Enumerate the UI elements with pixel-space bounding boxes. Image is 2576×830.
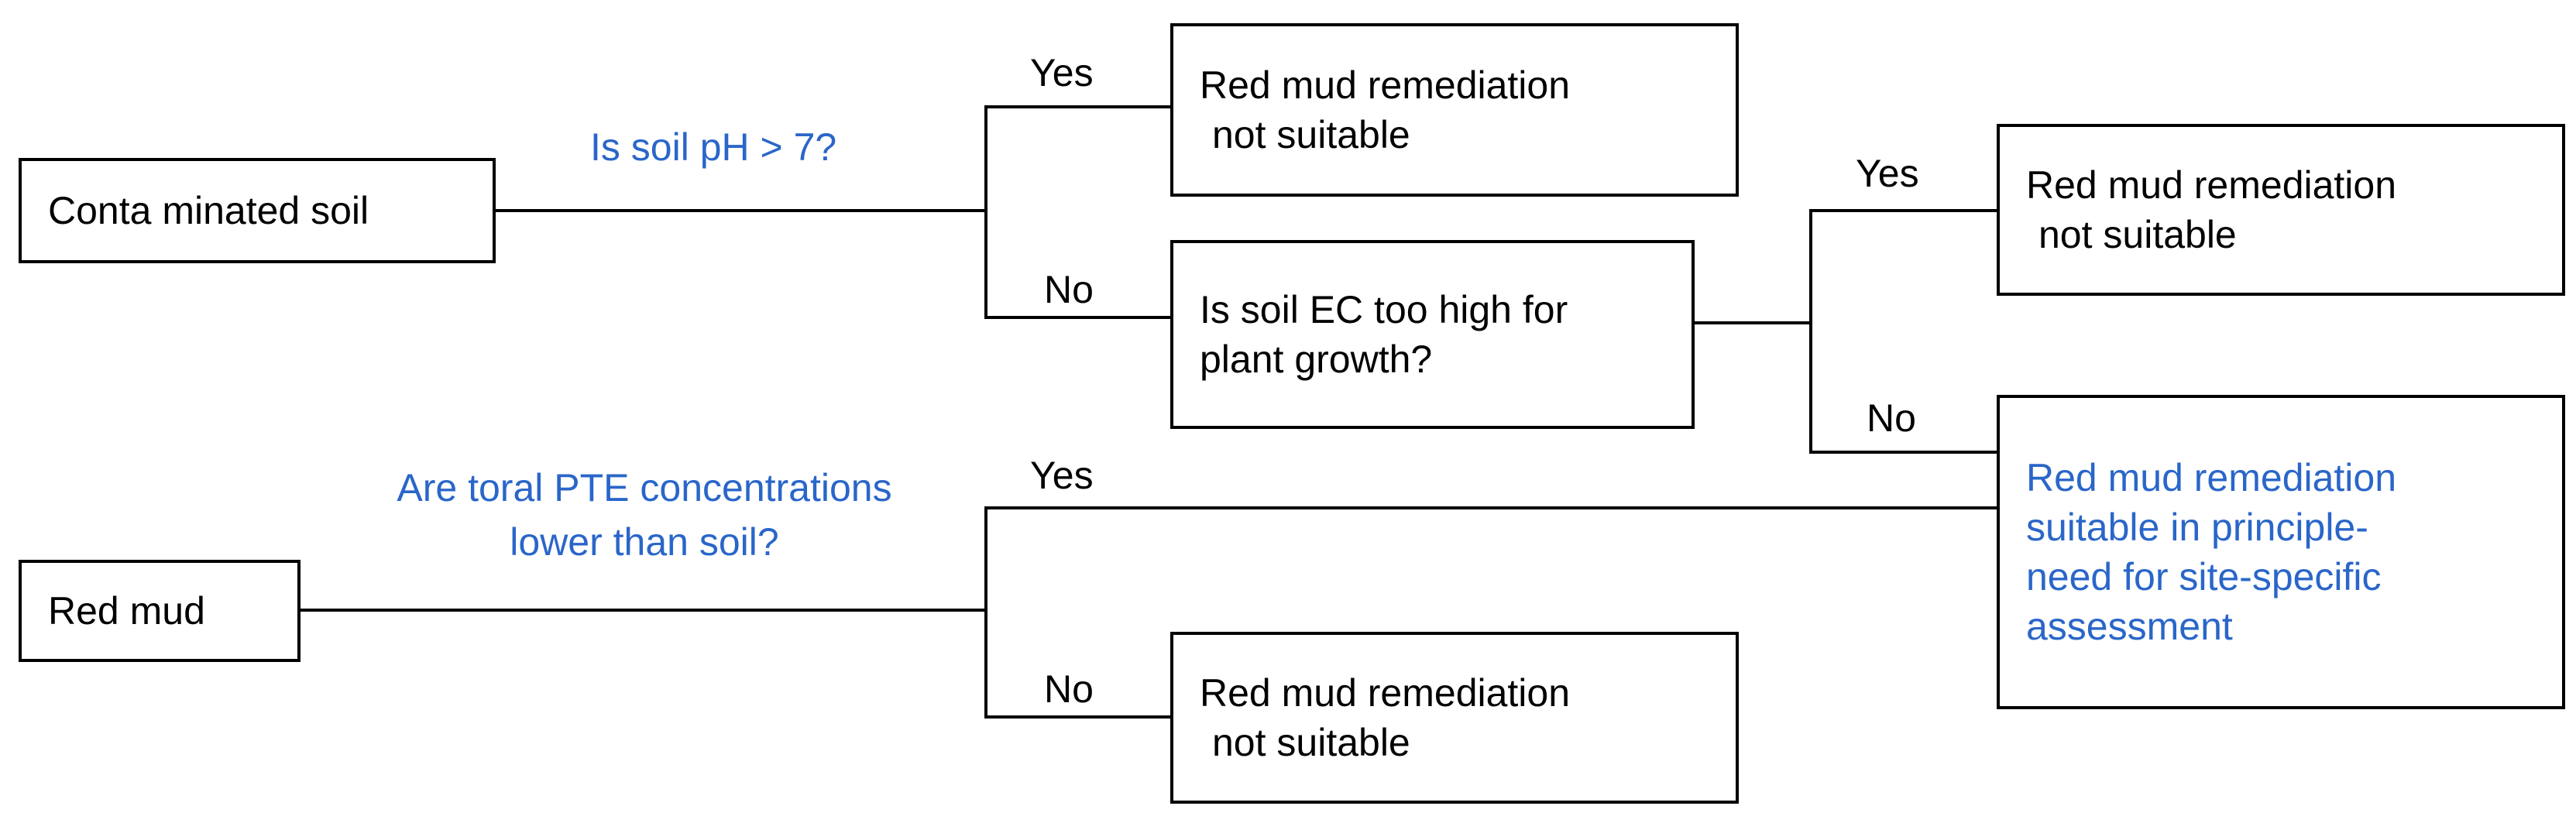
not-suitable-bottom-line2: not suitable	[1212, 721, 1410, 764]
red-mud-box: Red mud	[19, 560, 301, 662]
suitable-line1: Red mud remediation	[2026, 456, 2397, 499]
suitable-line4: assessment	[2026, 605, 2233, 648]
ec-question-box: Is soil EC too high for plant growth?	[1170, 240, 1695, 429]
not-suitable-box-right: Red mud remediation not suitable	[1997, 124, 2565, 296]
contaminated-soil-box: Conta minated soil	[19, 158, 496, 263]
ec-no-label: No	[1867, 396, 1916, 440]
ph-question: Is soil pH > 7?	[590, 125, 837, 169]
suitable-line3: need for site-specific	[2026, 555, 2382, 598]
suitable-assessment-box: Red mud remediation suitable in principl…	[1997, 395, 2565, 709]
pte-question-line2: lower than soil?	[510, 520, 779, 564]
not-suitable-top-line1: Red mud remediation	[1200, 63, 1571, 107]
not-suitable-right-line1: Red mud remediation	[2026, 163, 2397, 207]
not-suitable-box-bottom: Red mud remediation not suitable	[1170, 632, 1739, 804]
contaminated-soil-label: Conta minated soil	[48, 189, 369, 232]
ec-yes-label: Yes	[1856, 152, 1919, 195]
red-mud-label: Red mud	[48, 589, 205, 633]
ec-question-line2: plant growth?	[1200, 338, 1433, 381]
suitable-line2: suitable in principle-	[2026, 506, 2368, 549]
pte-no-label: No	[1044, 667, 1094, 711]
not-suitable-right-line2: not suitable	[2038, 213, 2237, 256]
ph-yes-label: Yes	[1030, 51, 1094, 94]
ec-question-line1: Is soil EC too high for	[1200, 288, 1568, 331]
not-suitable-bottom-line1: Red mud remediation	[1200, 671, 1571, 715]
pte-question-line1: Are toral PTE concentrations	[397, 466, 892, 509]
pte-question: Are toral PTE concentrations lower than …	[319, 466, 970, 564]
ph-no-label: No	[1044, 268, 1094, 311]
pte-yes-label: Yes	[1030, 454, 1094, 497]
not-suitable-box-top: Red mud remediation not suitable	[1170, 23, 1739, 197]
not-suitable-top-line2: not suitable	[1212, 113, 1410, 156]
